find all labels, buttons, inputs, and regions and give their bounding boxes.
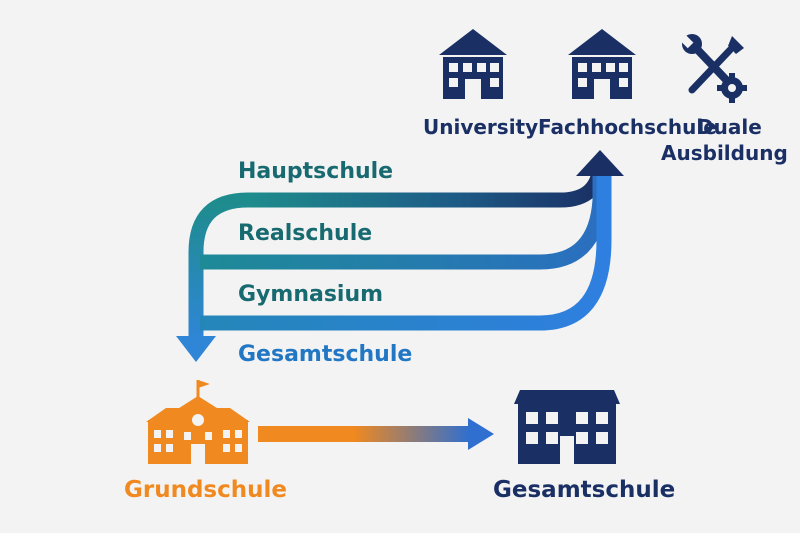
left-connector-line xyxy=(188,192,249,338)
grundschule-label: Grundschule xyxy=(124,477,287,503)
gesamtschule-label: Gesamtschule xyxy=(493,477,676,503)
ausbildung-label: Ausbildung xyxy=(661,141,788,165)
fachhochschule-label: Fachhochschule xyxy=(538,115,717,139)
grundschule-to-gesamtschule-arrow xyxy=(258,426,470,442)
duale-label: Duale xyxy=(697,115,762,139)
university-label: University xyxy=(423,115,539,139)
grundschule-schoolhouse-icon xyxy=(146,380,250,464)
fachhochschule-building-icon xyxy=(568,29,636,99)
university-building-icon xyxy=(439,29,507,99)
hauptschule-label: Hauptschule xyxy=(238,159,394,184)
gesamtschule-type-label: Gesamtschule xyxy=(238,342,413,367)
band-gymnasium xyxy=(200,172,612,331)
wrench-screwdriver-icon xyxy=(680,34,747,103)
gymnasium-label: Gymnasium xyxy=(238,282,384,307)
up-arrowhead xyxy=(576,150,624,176)
left-down-arrowhead xyxy=(176,336,216,362)
right-arrowhead xyxy=(468,418,494,450)
gesamtschule-building-icon xyxy=(514,390,620,464)
realschule-label: Realschule xyxy=(238,221,373,246)
